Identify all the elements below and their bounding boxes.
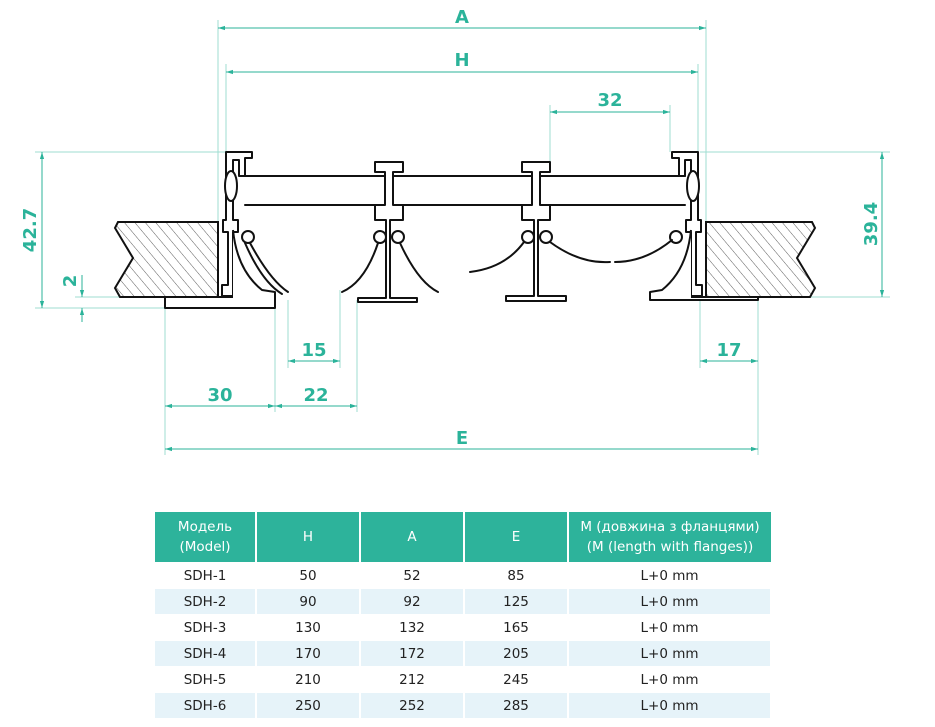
model-dimensions-table: Модель(Model) H A E M (довжина з фланцям… xyxy=(155,512,772,718)
cell-h: 50 xyxy=(256,562,361,589)
dim-label-15: 15 xyxy=(301,340,326,361)
dim-label-42-7: 42.7 xyxy=(20,208,41,252)
cell-m: L+0 mm xyxy=(568,562,772,589)
dim-label-32: 32 xyxy=(597,90,622,111)
cell-a: 52 xyxy=(360,562,465,589)
cell-e: 285 xyxy=(464,692,569,718)
left-wall xyxy=(113,221,219,298)
right-wall xyxy=(705,221,817,298)
cell-h: 170 xyxy=(256,640,361,667)
dimension-lines xyxy=(39,25,885,452)
cell-e: 165 xyxy=(464,614,569,641)
dim-label-30: 30 xyxy=(207,385,232,406)
dim-label-39-4: 39.4 xyxy=(861,202,882,246)
cell-model: SDH-1 xyxy=(155,562,257,589)
cell-e: 85 xyxy=(464,562,569,589)
cell-model: SDH-5 xyxy=(155,666,257,693)
dim-label-e: E xyxy=(456,428,468,449)
cell-e: 245 xyxy=(464,666,569,693)
dim-label-a: A xyxy=(455,7,469,28)
header-a: A xyxy=(360,512,465,563)
table-header-row: Модель(Model) H A E M (довжина з фланцям… xyxy=(155,512,771,563)
dim-label-2: 2 xyxy=(60,275,81,288)
cell-m: L+0 mm xyxy=(568,692,772,718)
cell-m: L+0 mm xyxy=(568,666,772,693)
left-frame-profile xyxy=(164,151,289,309)
header-h: H xyxy=(256,512,361,563)
blade-tube xyxy=(244,175,686,206)
cell-h: 210 xyxy=(256,666,361,693)
cell-m: L+0 mm xyxy=(568,640,772,667)
middle-profile-right xyxy=(469,161,611,302)
cell-a: 132 xyxy=(360,614,465,641)
cell-e: 125 xyxy=(464,588,569,615)
header-e: E xyxy=(464,512,569,563)
dim-label-h: H xyxy=(454,50,469,71)
cell-a: 212 xyxy=(360,666,465,693)
middle-profile-left xyxy=(341,161,439,303)
header-model: Модель(Model) xyxy=(155,512,257,563)
cell-model: SDH-4 xyxy=(155,640,257,667)
dim-label-22: 22 xyxy=(303,385,328,406)
dim-label-17: 17 xyxy=(716,340,741,361)
header-m: M (довжина з фланцями)(M (length with fl… xyxy=(568,512,771,563)
cell-h: 250 xyxy=(256,692,361,718)
right-frame-profile xyxy=(614,151,759,301)
cell-model: SDH-3 xyxy=(155,614,257,641)
cell-model: SDH-6 xyxy=(155,692,257,718)
cell-a: 252 xyxy=(360,692,465,718)
cell-h: 130 xyxy=(256,614,361,641)
technical-drawing: A H 32 42.7 2 39.4 15 17 30 22 E xyxy=(20,7,890,455)
cell-a: 172 xyxy=(360,640,465,667)
cell-h: 90 xyxy=(256,588,361,615)
cell-m: L+0 mm xyxy=(568,614,772,641)
cell-e: 205 xyxy=(464,640,569,667)
cell-m: L+0 mm xyxy=(568,588,772,615)
cell-model: SDH-2 xyxy=(155,588,257,615)
cell-a: 92 xyxy=(360,588,465,615)
